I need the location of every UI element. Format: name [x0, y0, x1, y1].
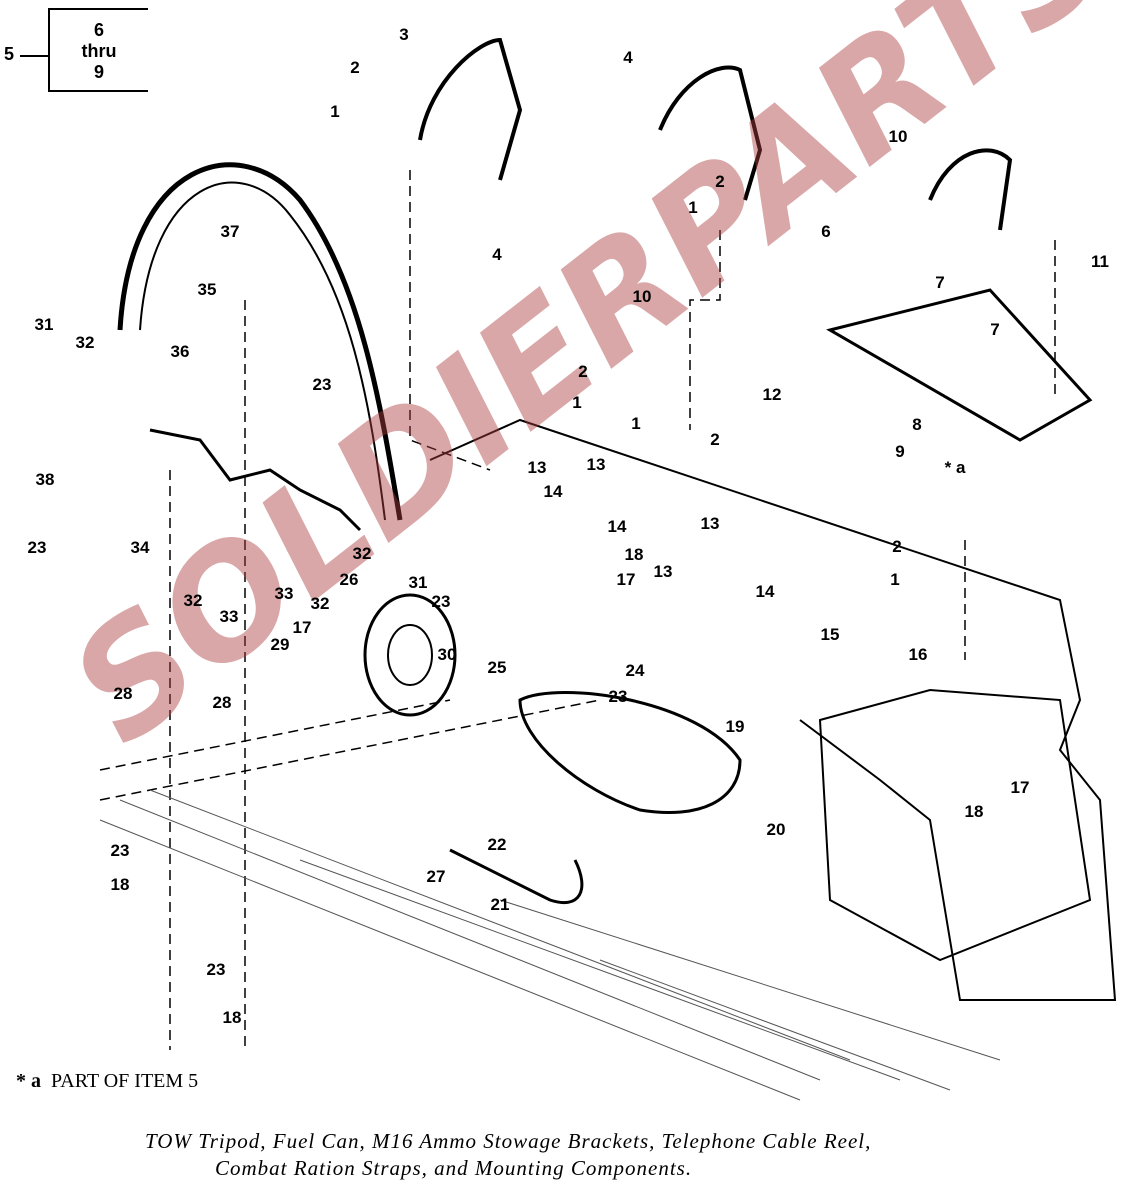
- callout-label: 7: [990, 320, 1000, 339]
- callout-label: 7: [935, 273, 945, 292]
- callout-label: 26: [339, 570, 359, 589]
- callout-label: 32: [310, 594, 330, 613]
- reference-box: 6 thru 9: [48, 8, 148, 92]
- callout-label: 13: [700, 514, 720, 533]
- callout-label: 18: [964, 802, 984, 821]
- callout-label: 18: [110, 875, 130, 894]
- callout-label: 14: [543, 482, 563, 501]
- callout-label: 4: [623, 48, 633, 67]
- callout-label: 17: [292, 618, 312, 637]
- callout-label: 13: [586, 455, 606, 474]
- reference-line: 6: [93, 20, 104, 40]
- figure-caption: TOW Tripod, Fuel Can, M16 Ammo Stowage B…: [0, 1128, 1122, 1182]
- callout-label: 1: [631, 414, 641, 433]
- callout-label: 34: [130, 538, 150, 557]
- callout-label: 9: [895, 442, 905, 461]
- callout-label: 33: [219, 607, 239, 626]
- callout-label: 31: [34, 315, 54, 334]
- callout-label: 8: [912, 415, 922, 434]
- callout-label: 27: [426, 867, 446, 886]
- caption-line: Combat Ration Straps, and Mounting Compo…: [215, 1156, 693, 1180]
- cable-reel: [363, 593, 457, 717]
- callout-label: 13: [527, 458, 547, 477]
- vehicle-deck-outline: [429, 418, 1117, 1001]
- tray-frame: [826, 288, 1093, 442]
- callout-label: 1: [330, 102, 340, 121]
- callout-label: 22: [487, 835, 507, 854]
- callout-label: 23: [431, 592, 451, 611]
- callout-label: 23: [608, 687, 628, 706]
- callout-label: 38: [35, 470, 55, 489]
- callout-label: 2: [710, 430, 720, 449]
- callout-label: 2: [892, 537, 902, 556]
- footnote-text: PART OF ITEM 5: [51, 1070, 199, 1092]
- callout-label: 10: [888, 127, 908, 146]
- callout-label: 3: [399, 25, 409, 44]
- callout-label: 17: [1010, 778, 1030, 797]
- callout-label: 10: [632, 287, 652, 306]
- reference-line: 9: [93, 62, 104, 82]
- callout-label: 32: [75, 333, 95, 352]
- footnote: * a PART OF ITEM 5: [16, 1070, 198, 1093]
- callout-label: 18: [222, 1008, 242, 1027]
- callout-label: 33: [274, 584, 294, 603]
- callout-label: 24: [625, 661, 645, 680]
- callout-label: 23: [312, 375, 332, 394]
- fuel-can-tray: [518, 691, 742, 815]
- callout-label: 23: [27, 538, 47, 557]
- tripod-strap: [117, 162, 403, 521]
- callout-label: 13: [653, 562, 673, 581]
- callout-label: 23: [206, 960, 226, 979]
- callout-label: 20: [766, 820, 786, 839]
- callout-label: 12: [762, 385, 782, 404]
- callout-label: 28: [212, 693, 232, 712]
- callout-label: 17: [616, 570, 636, 589]
- callout-label: 1: [890, 570, 900, 589]
- callout-label: 23: [110, 841, 130, 860]
- callout-label: 25: [487, 658, 507, 677]
- callout-label: 1: [688, 198, 698, 217]
- stowage-box: [818, 688, 1092, 962]
- rod-21: [449, 848, 584, 905]
- callout-label: 14: [755, 582, 775, 601]
- reference-leader-line: [20, 55, 48, 57]
- callout-label: 30: [437, 645, 457, 664]
- callout-label: 1: [572, 393, 582, 412]
- callout-label: 31: [408, 573, 428, 592]
- callout-label: 21: [490, 895, 510, 914]
- callout-label: 35: [197, 280, 217, 299]
- reference-item-number: 5: [4, 44, 15, 64]
- callout-label: 18: [624, 545, 644, 564]
- callout-label: 6: [821, 222, 831, 241]
- caption-line: TOW Tripod, Fuel Can, M16 Ammo Stowage B…: [145, 1129, 872, 1153]
- callout-label: 2: [350, 58, 360, 77]
- callout-label: 16: [908, 645, 928, 664]
- strap-4: [658, 65, 763, 201]
- callout-label: 29: [270, 635, 290, 654]
- callout-label: 19: [725, 717, 745, 736]
- callout-label: 28: [113, 684, 133, 703]
- mounting-bracket: [149, 428, 362, 532]
- callout-label: 37: [220, 222, 240, 241]
- callout-label: 4: [492, 245, 502, 264]
- strap-10: [928, 148, 1013, 231]
- footnote-marker: * a: [16, 1070, 41, 1092]
- callout-label: 11: [1091, 252, 1109, 271]
- callout-label: 15: [820, 625, 840, 644]
- callout-label: 32: [183, 591, 203, 610]
- callout-label: 2: [715, 172, 725, 191]
- strap-3: [418, 37, 523, 181]
- callout-label: * a: [944, 458, 966, 477]
- callout-label: 2: [578, 362, 588, 381]
- callout-label: 36: [170, 342, 190, 361]
- callout-label: 14: [607, 517, 627, 536]
- callout-label: 32: [352, 544, 372, 563]
- reference-line: thru: [81, 41, 117, 61]
